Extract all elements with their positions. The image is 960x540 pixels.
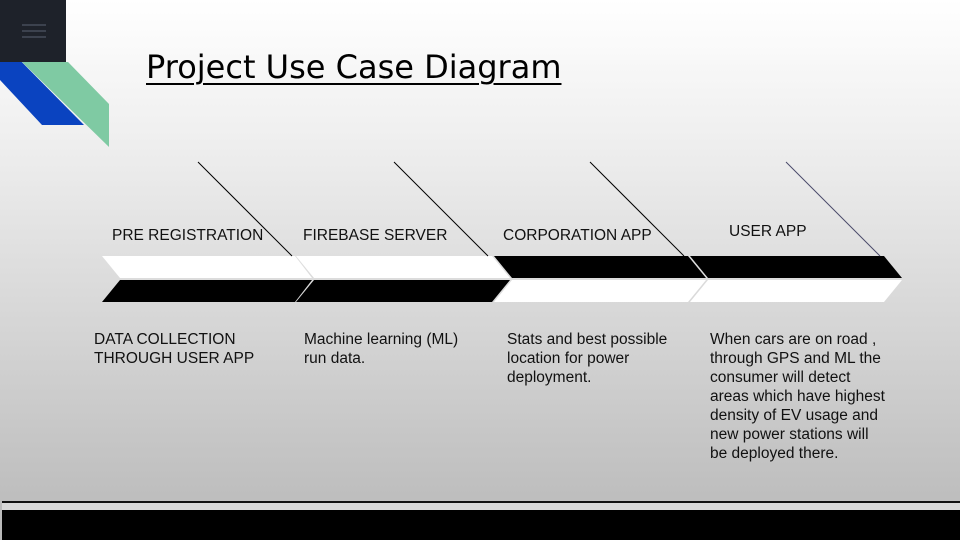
stage-3-label: CORPORATION APP [503,227,652,244]
footer-gap [2,503,960,510]
stage-2-lower-band [296,280,510,302]
stage-4-lower-band [690,280,902,302]
stage-1-connector-line [197,161,293,257]
stage-2-upper-band [296,256,510,278]
stage-4-label: USER APP [729,223,807,240]
menu-button[interactable] [0,0,66,62]
stage-3-lower-band [494,280,706,302]
hamburger-menu-icon-bar [22,30,46,32]
stage-2-description: Machine learning (ML) run data. [304,331,459,367]
stage-3-connector-line [589,161,685,257]
stage-4-description: When cars are on road , through GPS and … [710,331,885,462]
stage-4-connector-line [785,161,881,257]
stage-2-label: FIREBASE SERVER [303,227,448,244]
stage-3-upper-band [494,256,706,278]
stage-1-description: DATA COLLECTION THROUGH USER APP [94,331,255,367]
stage-1-label: PRE REGISTRATION [112,227,264,244]
stage-2-connector-line [393,161,489,257]
hamburger-menu-icon [22,24,46,26]
footer-divider [2,501,960,503]
page-title: Project Use Case Diagram [146,48,562,86]
stage-1-lower-band [102,280,312,302]
green-ribbon [22,62,109,147]
stage-3-description: Stats and best possible location for pow… [507,331,668,386]
footer-bar [2,510,960,540]
stage-1-upper-band [102,256,312,278]
hamburger-menu-icon-bar [22,36,46,38]
stage-4-upper-band [690,256,902,278]
